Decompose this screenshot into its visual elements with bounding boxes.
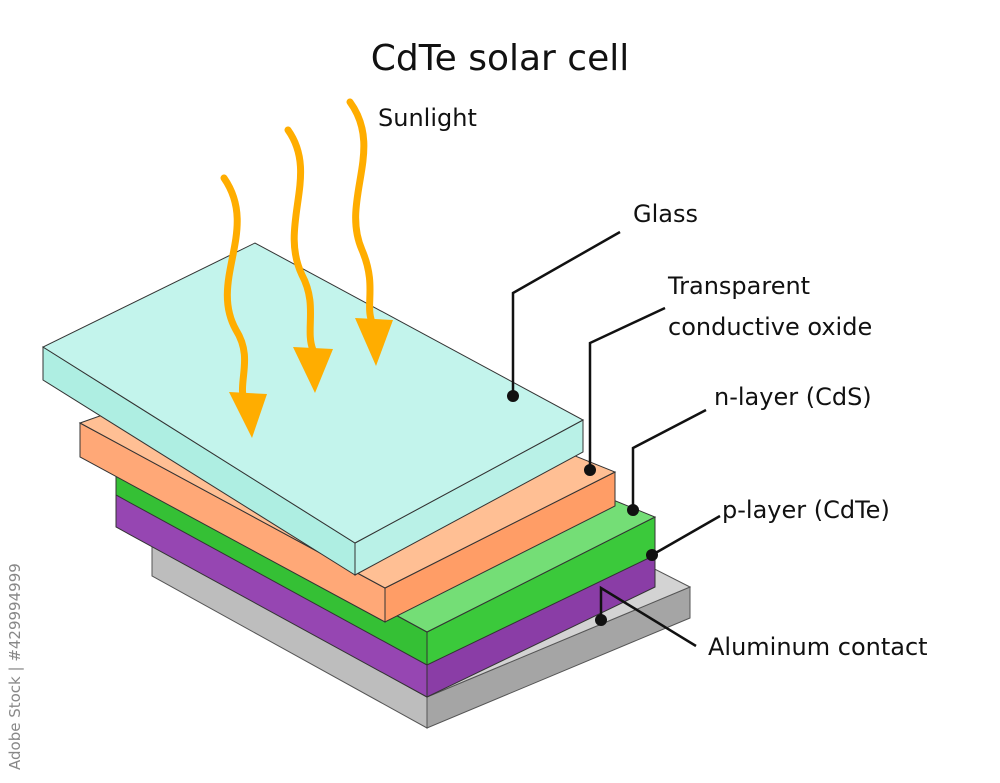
leader-dot-n-layer <box>627 504 639 516</box>
sunlight-ray-3 <box>346 98 376 326</box>
sunlight-arrowhead-3 <box>355 318 393 366</box>
leader-lines <box>511 230 721 648</box>
label-tco-line-1: Transparent <box>667 272 810 300</box>
sunlight-ray-1 <box>220 174 250 409</box>
stock-id-watermark: Adobe Stock | #429994999 <box>6 563 24 770</box>
diagram-title: CdTe solar cell <box>371 38 630 79</box>
sunlight-rays <box>220 98 393 438</box>
sunlight-arrowhead-1 <box>229 392 267 438</box>
leader-dot-aluminum <box>595 614 607 626</box>
sunlight-ray-2 <box>284 126 317 354</box>
label-tco-line-2: conductive oxide <box>668 313 872 341</box>
leader-dot-tco <box>584 464 596 476</box>
label-glass: Glass <box>633 200 698 228</box>
leader-line-n-layer <box>631 408 707 510</box>
leader-line-aluminum <box>599 585 697 648</box>
label-n-layer: n-layer (CdS) <box>714 383 872 411</box>
leader-line-tco <box>588 306 666 470</box>
leader-dots <box>507 390 658 626</box>
sunlight-label: Sunlight <box>378 104 477 132</box>
label-aluminum-contact: Aluminum contact <box>708 633 928 661</box>
leader-line-p-layer <box>651 514 721 557</box>
layer-glass <box>41 242 585 576</box>
leader-line-glass <box>511 230 621 396</box>
leader-dot-p-layer <box>646 549 658 561</box>
leader-dot-glass <box>507 390 519 402</box>
sunlight-arrowhead-2 <box>293 347 333 393</box>
label-p-layer: p-layer (CdTe) <box>722 496 890 524</box>
